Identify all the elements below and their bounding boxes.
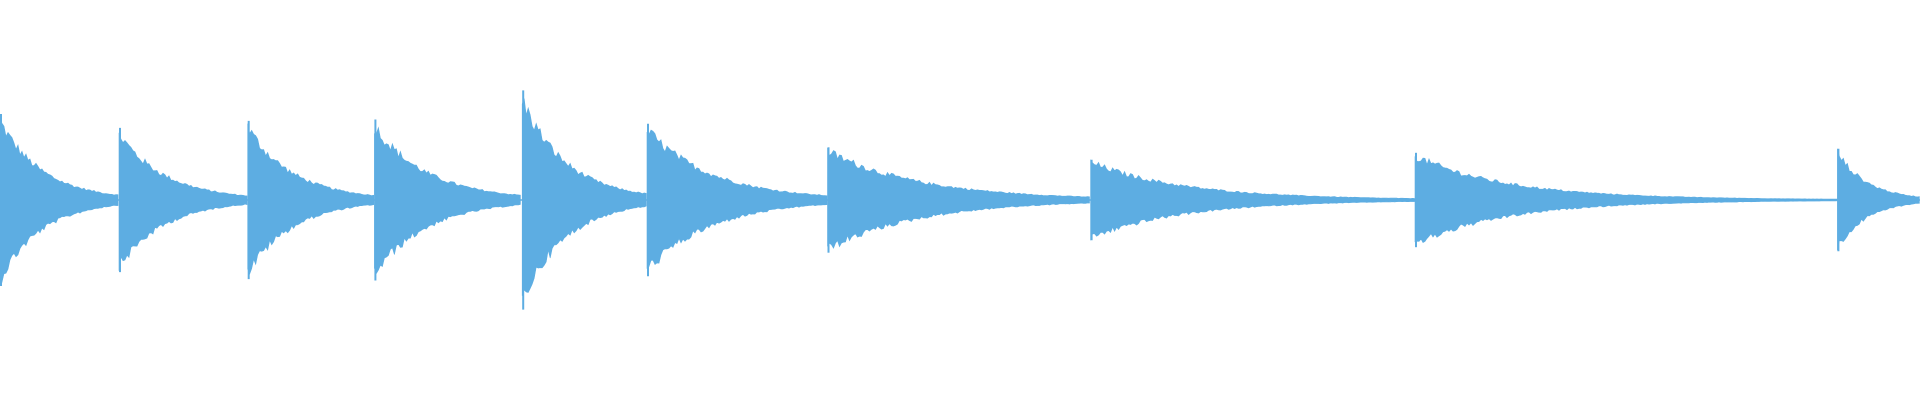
waveform-hit-4 [374,126,521,275]
waveform-hit-3 [247,123,374,275]
waveform-hit-5 [521,98,647,296]
waveform-hit-8 [1090,159,1415,241]
waveform-hit-10 [1837,148,1920,251]
waveform-hit-2 [118,132,248,271]
waveform-hit-1 [0,119,119,284]
waveform-hit-9 [1414,156,1838,244]
waveform-hit-7 [827,147,1090,249]
waveform-hit-6 [646,129,828,269]
